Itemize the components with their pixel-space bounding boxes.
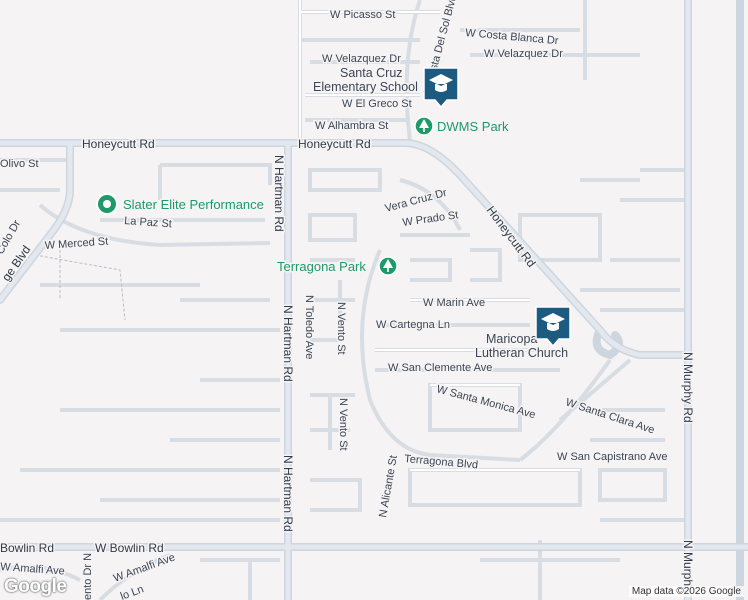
school-icon[interactable] <box>423 67 459 109</box>
street-label: lo Ln <box>119 583 146 600</box>
poi-label: DWMS Park <box>437 119 509 134</box>
street-label: W El Greco St <box>342 98 412 110</box>
street-label: Olivo St <box>0 158 39 170</box>
school-icon[interactable] <box>535 306 571 348</box>
street-label: W Marin Ave <box>423 297 485 309</box>
street-label: W Amalfi Ave <box>112 551 177 584</box>
poi-maricopa-lutheran[interactable]: Maricopa Lutheran Church <box>474 306 571 362</box>
street-label: Vera Cruz Dr <box>384 187 449 215</box>
street-label: W Prado St <box>402 209 459 229</box>
poi-label: Maricopa <box>486 332 537 346</box>
street-label: W Merced St <box>44 236 108 252</box>
park-icon[interactable] <box>414 116 434 136</box>
street-label: W Velazquez Dr <box>484 48 563 60</box>
street-label: N Vento St <box>335 302 347 355</box>
road-label: N Hartman Rd <box>281 305 295 382</box>
google-logo[interactable]: Google <box>4 576 67 597</box>
poi-terragona-park[interactable]: Terragona Park <box>276 256 398 276</box>
street-label: ento Dr N <box>82 553 94 600</box>
street-label: W Alhambra St <box>315 120 388 132</box>
minor-streets <box>0 0 688 600</box>
poi-slater-elite[interactable]: Slater Elite Performance <box>96 193 265 215</box>
street-label: W Santa Clara Ave <box>564 396 656 436</box>
map-attribution[interactable]: Map data ©2026 Google <box>628 586 744 597</box>
street-label: W Cartegna Ln <box>376 319 450 331</box>
street-label: N Vento St <box>337 398 349 451</box>
poi-santa-cruz-school[interactable]: Santa Cruz Elementary School <box>312 65 459 109</box>
road-label: N Hartman Rd <box>272 155 286 232</box>
road-label: Honeycutt Rd <box>298 137 371 151</box>
street-label: W San Clemente Ave <box>388 362 492 374</box>
road-label: Bowlin Rd <box>0 541 54 555</box>
road-label: N Murph <box>681 540 695 586</box>
street-label: W Amalfi Ave <box>0 561 65 577</box>
poi-label: Terragona Park <box>277 259 366 274</box>
road-label: N Hartman Rd <box>281 455 295 532</box>
road-label: Honeycutt Rd <box>82 137 155 151</box>
park-icon[interactable] <box>378 256 398 276</box>
street-label: La Paz St <box>124 215 172 230</box>
road-label: N Murphy Rd <box>681 352 695 423</box>
street-label: W Picasso St <box>330 9 395 21</box>
poi-dwms-park[interactable]: DWMS Park <box>414 116 511 136</box>
poi-label: Santa Cruz <box>340 66 403 80</box>
poi-label: Elementary School <box>313 80 418 94</box>
road-label: W Bowlin Rd <box>95 541 164 555</box>
place-icon[interactable] <box>96 193 118 215</box>
street-label: W Velazquez Dr <box>322 53 401 65</box>
poi-label: Lutheran Church <box>475 346 568 360</box>
poi-label: Slater Elite Performance <box>123 197 264 212</box>
street-label: W San Capistrano Ave <box>557 451 667 463</box>
street-label: N Alicante St <box>377 454 400 518</box>
street-label: N Toledo Ave <box>303 295 315 359</box>
